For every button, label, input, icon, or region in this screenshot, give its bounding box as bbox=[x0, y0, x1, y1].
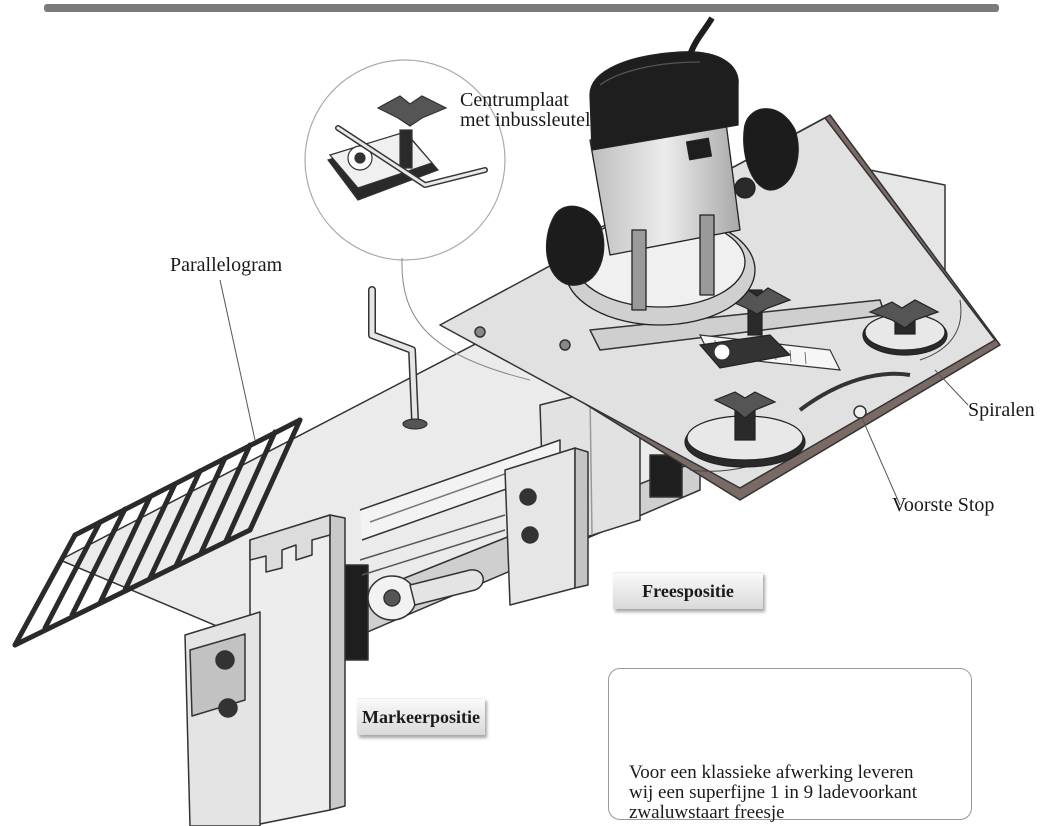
router-bit-box: Voor een klassieke afwerking leveren wij… bbox=[608, 668, 972, 823]
parallelogram-grid bbox=[12, 417, 303, 648]
header-bar bbox=[44, 4, 999, 12]
clamp-knob-right bbox=[862, 299, 948, 356]
dovetail-template bbox=[184, 447, 589, 826]
markeerpositie-tag: Markeerpositie bbox=[357, 698, 485, 735]
router bbox=[545, 16, 799, 326]
allen-key-standing-inner bbox=[369, 287, 418, 423]
center-plate-knob bbox=[698, 287, 792, 369]
bit-caption-line2: wij een superfijne 1 in 9 ladevoorkant bbox=[629, 782, 918, 803]
spiralen-leader bbox=[934, 369, 969, 406]
voorste-stop-label: Voorste Stop bbox=[892, 494, 995, 516]
freespositie-tag: Freespositie bbox=[613, 572, 763, 609]
bit-caption-line3: zwaluwstaart freesje bbox=[629, 802, 785, 823]
voorste-stop-leader bbox=[861, 417, 901, 506]
parallelogram-leader bbox=[219, 279, 256, 441]
bit-caption: Voor een klassieke afwerking leveren wij… bbox=[629, 763, 917, 823]
spiralen-label: Spiralen bbox=[968, 399, 1035, 421]
parallelogram-label: Parallelogram bbox=[170, 254, 283, 276]
bit-caption-line1: Voor een klassieke afwerking leveren bbox=[629, 762, 914, 783]
centrumplaat-label-line1: Centrumplaat bbox=[460, 89, 569, 111]
clamp-knob bbox=[684, 391, 806, 468]
centrumplaat-inset bbox=[304, 59, 506, 261]
centrumplaat-label: Centrumplaat met inbussleutel bbox=[460, 90, 591, 130]
inset-leader bbox=[401, 257, 531, 381]
centrumplaat-label-line2: met inbussleutel bbox=[460, 109, 591, 131]
